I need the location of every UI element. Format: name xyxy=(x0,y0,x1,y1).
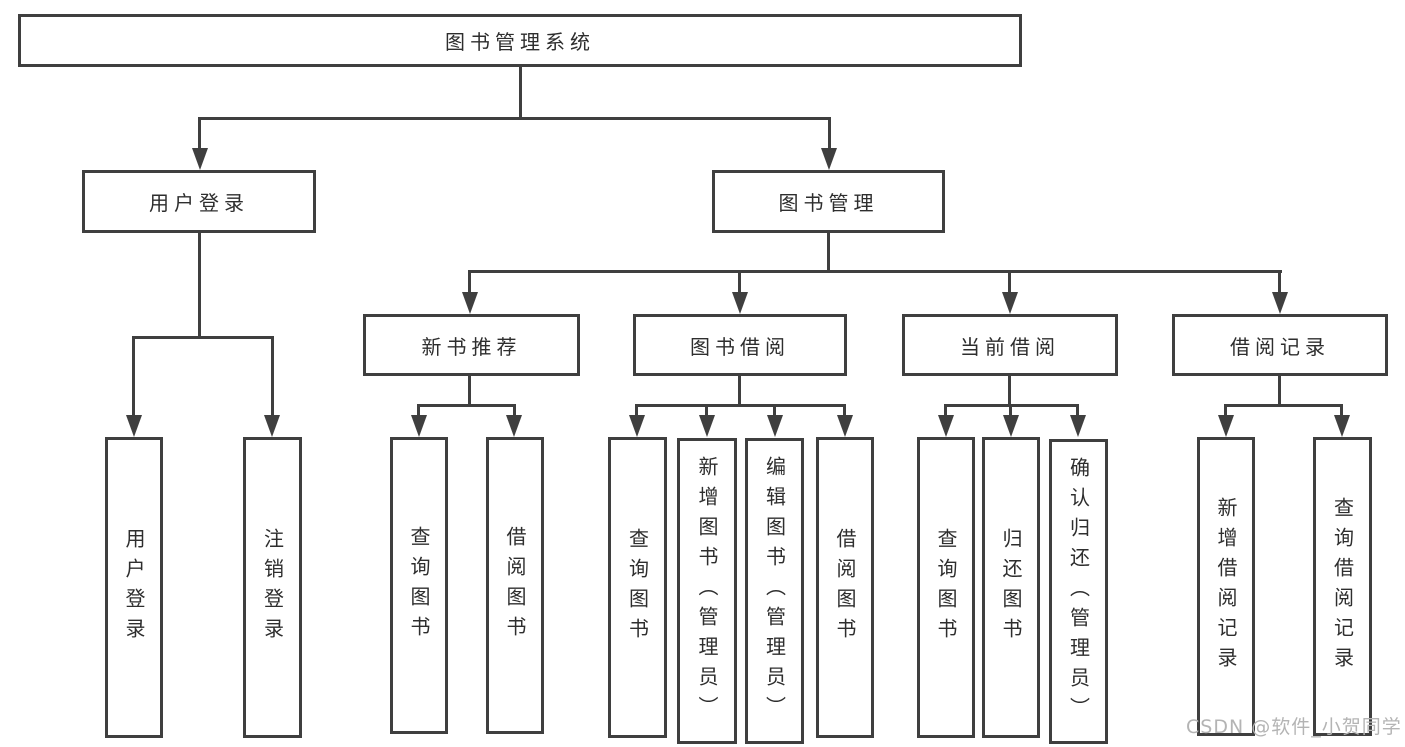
arrowhead-down-icon xyxy=(1002,292,1018,314)
connector-line xyxy=(513,404,516,417)
connector-line xyxy=(198,232,201,339)
leaf-return-books: 归还图书 xyxy=(982,437,1040,738)
arrowhead-down-icon xyxy=(462,292,478,314)
node-borrow-records: 借阅记录 xyxy=(1172,314,1388,376)
arrowhead-down-icon xyxy=(938,415,954,437)
connector-line xyxy=(1009,404,1012,417)
connector-line xyxy=(1278,375,1281,407)
connector-line xyxy=(468,270,471,294)
node-book-borrow: 图书借阅 xyxy=(633,314,847,376)
arrowhead-down-icon xyxy=(629,415,645,437)
leaf-add-borrow-record: 新增借阅记录 xyxy=(1197,437,1255,736)
leaf-borrow-books: 借阅图书 xyxy=(816,437,874,738)
arrowhead-down-icon xyxy=(1070,415,1086,437)
arrowhead-down-icon xyxy=(126,415,142,437)
connector-line xyxy=(132,336,135,417)
leaf-edit-books-admin: 编辑图书（管理员） xyxy=(745,438,804,744)
node-user-login: 用户登录 xyxy=(82,170,316,233)
connector-line xyxy=(1008,375,1011,407)
connector-line xyxy=(468,270,1282,273)
connector-line xyxy=(827,232,830,272)
connector-line xyxy=(843,404,846,417)
arrowhead-down-icon xyxy=(1334,415,1350,437)
leaf-query-books-current: 查询图书 xyxy=(917,437,975,738)
arrowhead-down-icon xyxy=(767,415,783,437)
connector-line xyxy=(1278,270,1281,294)
connector-line xyxy=(773,404,776,417)
leaf-query-borrow-record: 查询借阅记录 xyxy=(1313,437,1372,736)
connector-line xyxy=(198,117,831,120)
arrowhead-down-icon xyxy=(411,415,427,437)
connector-line xyxy=(1224,404,1227,417)
connector-line xyxy=(1224,404,1343,407)
arrowhead-down-icon xyxy=(264,415,280,437)
leaf-query-books-recommend: 查询图书 xyxy=(390,437,448,734)
connector-line xyxy=(705,404,708,417)
connector-line xyxy=(271,336,274,417)
watermark: CSDN @软件_小贺同学 xyxy=(1186,716,1402,738)
arrowhead-down-icon xyxy=(506,415,522,437)
connector-line xyxy=(417,404,516,407)
connector-line xyxy=(417,404,420,417)
connector-line xyxy=(132,336,274,339)
leaf-confirm-return-admin: 确认归还（管理员） xyxy=(1049,439,1108,744)
connector-line xyxy=(1340,404,1343,417)
arrowhead-down-icon xyxy=(699,415,715,437)
arrowhead-down-icon xyxy=(192,148,208,170)
leaf-borrow-books-recommend: 借阅图书 xyxy=(486,437,544,734)
arrowhead-down-icon xyxy=(1003,415,1019,437)
node-new-book-recommend: 新书推荐 xyxy=(363,314,580,376)
connector-line xyxy=(1076,404,1079,417)
leaf-logout: 注销登录 xyxy=(243,437,302,738)
connector-line xyxy=(635,404,638,417)
connector-line xyxy=(828,117,831,150)
arrowhead-down-icon xyxy=(1218,415,1234,437)
connector-line xyxy=(198,117,201,150)
node-book-management: 图书管理 xyxy=(712,170,945,233)
connector-line xyxy=(738,375,741,407)
arrowhead-down-icon xyxy=(1272,292,1288,314)
arrowhead-down-icon xyxy=(821,148,837,170)
connector-line xyxy=(635,404,846,407)
connector-line xyxy=(944,404,947,417)
connector-line xyxy=(519,66,522,119)
arrowhead-down-icon xyxy=(732,292,748,314)
connector-line xyxy=(738,270,741,294)
arrowhead-down-icon xyxy=(837,415,853,437)
leaf-user-login: 用户登录 xyxy=(105,437,163,738)
leaf-query-books-borrow: 查询图书 xyxy=(608,437,667,738)
connector-line xyxy=(468,375,471,407)
node-root: 图书管理系统 xyxy=(18,14,1022,67)
leaf-add-books-admin: 新增图书（管理员） xyxy=(677,438,737,744)
node-current-borrow: 当前借阅 xyxy=(902,314,1118,376)
connector-line xyxy=(1008,270,1011,294)
